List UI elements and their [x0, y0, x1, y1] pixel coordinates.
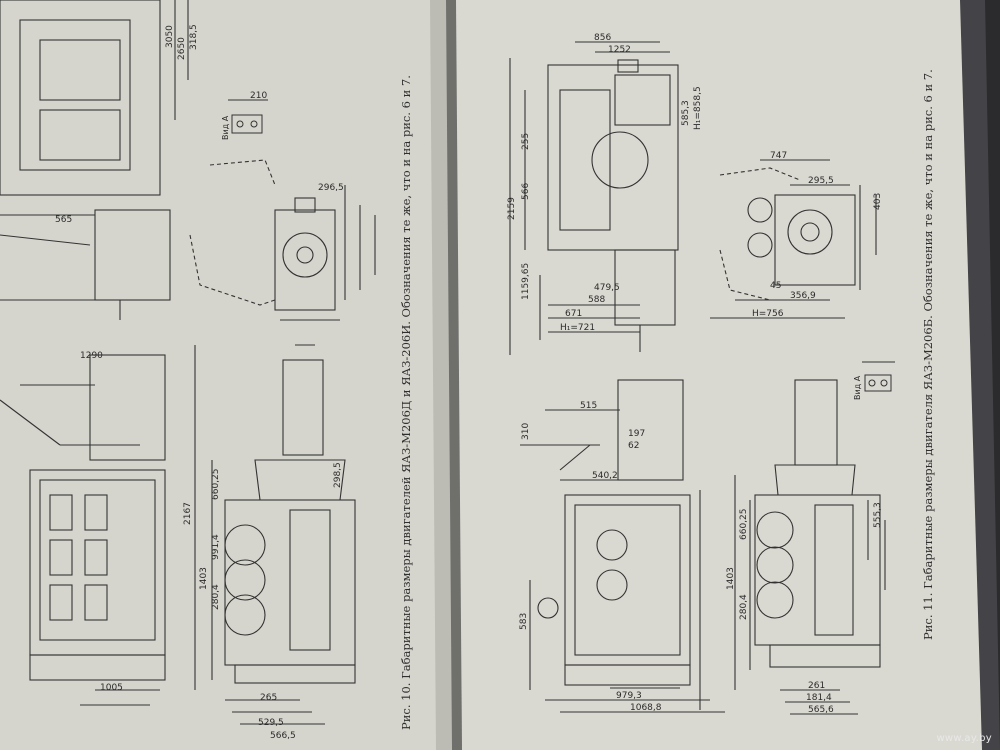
dim-label: 671 [565, 309, 582, 319]
right-top-side-view [509, 41, 679, 355]
dim-label: 210 [250, 91, 267, 101]
right-bottom-side-view [520, 379, 725, 713]
dim-label: 555,3 [873, 502, 883, 528]
dim-label: 515 [580, 401, 597, 411]
dim-label: 280,4 [211, 584, 221, 610]
dim-label: 479,5 [594, 283, 620, 293]
left-top-side-view [0, 0, 189, 320]
dim-label: 1159,65 [521, 263, 531, 300]
dim-label: 566 [521, 183, 531, 200]
dim-label: 979,3 [616, 691, 642, 701]
dim-label: 181,4 [806, 693, 832, 703]
dim-label: 318,5 [189, 24, 199, 50]
dim-label: 261 [808, 681, 825, 691]
left-dimension-labels: 3050 2650 318,5 565 2167 1403 991,4 660,… [55, 24, 344, 741]
figure-caption-right: Рис. 11. Габаритные размеры двигателя ЯА… [921, 69, 935, 640]
dim-label: 660,25 [739, 509, 749, 541]
dim-label: 2159 [507, 197, 517, 220]
dim-label: 991,4 [211, 534, 221, 560]
figure-caption-left: Рис. 10. Габаритные размеры двигателей Я… [399, 75, 413, 730]
dim-label: 660,25 [211, 469, 221, 501]
dim-label: 296,5 [318, 183, 344, 193]
dim-label: 540,2 [592, 471, 618, 481]
dim-label: 62 [628, 441, 639, 451]
left-front-view [189, 159, 376, 321]
dim-label: 566,5 [270, 731, 296, 741]
dim-label: 298,5 [333, 462, 343, 488]
dim-label: 529,5 [258, 718, 284, 728]
dim-label: 583 [519, 613, 529, 630]
dim-label: H₁=721 [560, 323, 595, 333]
dim-label: 588 [588, 295, 605, 305]
dim-label: 747 [770, 151, 787, 161]
view-label: Вид А [221, 115, 230, 140]
left-bottom-side-view [0, 354, 166, 706]
right-dimension-labels: 1252 856 2159 1159,65 566 255 588 479,5 … [507, 33, 883, 715]
right-page [456, 0, 995, 750]
right-view-a-detail [862, 361, 895, 392]
dim-label: 1252 [608, 45, 631, 55]
dim-label: 1005 [100, 683, 123, 693]
left-bottom-front-view [194, 344, 356, 725]
dim-label: 295,5 [808, 176, 834, 186]
dim-label: 255 [521, 133, 531, 150]
dim-label: 1290 [80, 351, 103, 361]
dim-label: 280,4 [739, 594, 749, 620]
right-front-view [710, 159, 877, 319]
dim-label: 356,9 [790, 291, 816, 301]
dim-label: H₁=858,5 [693, 86, 703, 130]
watermark: www.ay.by [936, 733, 992, 744]
dim-label: 45 [770, 281, 781, 291]
left-page [0, 0, 452, 750]
dim-label: 1403 [199, 567, 209, 590]
dim-label: 585,3 [681, 100, 691, 126]
dim-label: 856 [594, 33, 611, 43]
dim-label: 2167 [183, 502, 193, 525]
dim-label: 265 [260, 693, 277, 703]
dim-label: 1068,8 [630, 703, 662, 713]
dim-label: 310 [521, 423, 531, 440]
dim-label: 197 [628, 429, 645, 439]
dim-label: 403 [873, 193, 883, 210]
right-bottom-front-view [734, 379, 886, 715]
dim-label: 2650 [177, 37, 187, 60]
dim-label: 3050 [165, 25, 175, 48]
dim-label: 565 [55, 215, 72, 225]
dim-label: 1403 [726, 567, 736, 590]
dim-label: 565,6 [808, 705, 834, 715]
dim-label: H=756 [752, 309, 784, 319]
view-label: Вид А [853, 375, 862, 400]
left-view-a-detail [228, 99, 268, 134]
